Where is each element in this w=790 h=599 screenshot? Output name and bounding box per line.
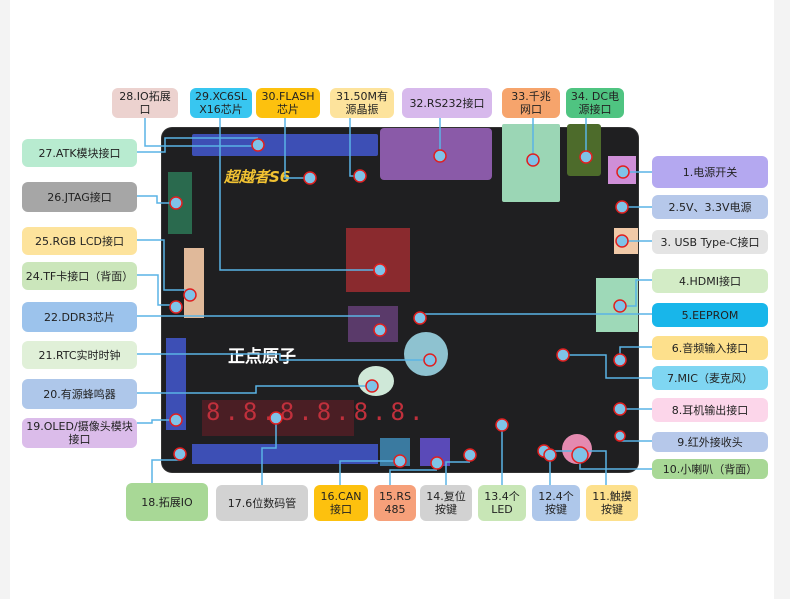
label-33-ethernet: 33.千兆 网口 — [502, 88, 560, 118]
label-30-flash-chip: 30.FLASH 芯片 — [256, 88, 320, 118]
label-9-ir-receiver: 9.红外接收头 — [652, 432, 768, 452]
ddr3-chip — [348, 306, 398, 342]
power-switch — [608, 156, 636, 184]
label-3-usb-c: 3. USB Type-C接口 — [652, 230, 768, 254]
label-7-mic: 7.MIC（麦克风） — [652, 366, 768, 390]
label-34-dc-power: 34. DC电 源接口 — [566, 88, 624, 118]
rs232-connector — [380, 128, 492, 180]
fpga-chip — [346, 228, 410, 292]
lcd-fpc-connector — [184, 248, 204, 318]
touch-pad — [562, 434, 592, 464]
label-21-rtc: 21.RTC实时时钟 — [22, 341, 137, 369]
buzzer — [358, 366, 394, 396]
label-4-hdmi: 4.HDMI接口 — [652, 269, 768, 293]
hdmi-port — [596, 278, 638, 332]
ethernet-port — [502, 124, 560, 202]
rtc-battery — [404, 332, 448, 376]
label-14-reset-button: 14.复位 按键 — [420, 485, 472, 521]
label-11-touch-key: 11.触摸 按键 — [586, 485, 638, 521]
label-32-rs232: 32.RS232接口 — [402, 88, 492, 118]
can-terminal — [380, 438, 410, 466]
label-13-leds: 13.4个 LED — [478, 485, 526, 521]
label-26-jtag: 26.JTAG接口 — [22, 182, 137, 212]
gpio-header-bottom — [192, 444, 378, 464]
board-model-text: 超越者S6 — [224, 168, 291, 186]
label-20-buzzer: 20.有源蜂鸣器 — [22, 379, 137, 409]
label-6-audio-in: 6.音频输入接口 — [652, 336, 768, 360]
label-27-atk-module: 27.ATK模块接口 — [22, 139, 137, 167]
label-1-power-switch: 1.电源开关 — [652, 156, 768, 188]
gpio-header-top — [192, 134, 378, 156]
jtag-header — [168, 172, 192, 234]
label-19-oled-camera: 19.OLED/摄像头模块 接口 — [22, 418, 137, 448]
label-10-speaker: 10.小喇叭（背面） — [652, 459, 768, 479]
label-12-buttons: 12.4个 按键 — [532, 485, 580, 521]
label-22-ddr3: 22.DDR3芯片 — [22, 302, 137, 332]
label-17-7seg-display: 17.6位数码管 — [216, 485, 308, 521]
label-31-oscillator: 31.50M有 源晶振 — [330, 88, 394, 118]
segment-display: 8.8.8.8.8.8. — [206, 398, 428, 426]
rs485-terminal — [420, 438, 450, 466]
label-2-power-rails: 2.5V、3.3V电源 — [652, 195, 768, 219]
label-8-headphone-out: 8.耳机输出接口 — [652, 398, 768, 422]
dc-jack — [567, 124, 601, 176]
label-18-expansion-io: 18.拓展IO — [126, 483, 208, 521]
label-28-io-expansion: 28.IO拓展 口 — [112, 88, 178, 118]
label-16-can: 16.CAN 接口 — [314, 485, 368, 521]
board-brand-logo: 正点原子 — [228, 347, 296, 367]
usb-c-port — [614, 228, 638, 254]
label-24-tf-card: 24.TF卡接口（背面） — [22, 262, 137, 290]
label-29-fpga-chip: 29.XC6SL X16芯片 — [190, 88, 252, 118]
label-25-rgb-lcd: 25.RGB LCD接口 — [22, 227, 137, 255]
fpga-board-image: 8.8.8.8.8.8. 超越者S6 正点原子 — [162, 124, 638, 472]
side-header-left — [166, 338, 186, 430]
label-15-rs485: 15.RS 485 — [374, 485, 416, 521]
label-5-eeprom: 5.EEPROM — [652, 303, 768, 327]
